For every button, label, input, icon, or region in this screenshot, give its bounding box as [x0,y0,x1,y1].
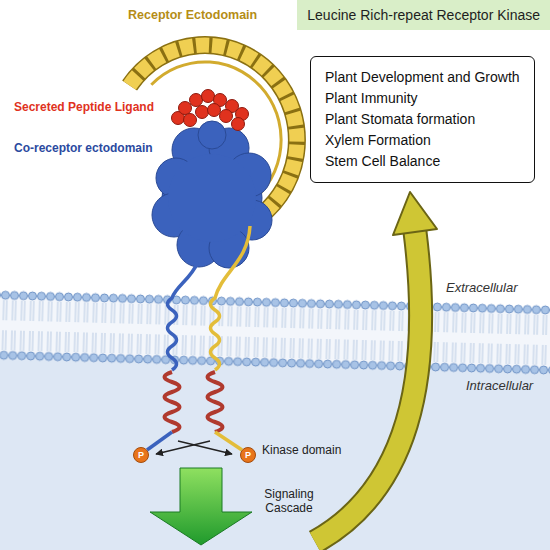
outcome-arrow-body [315,232,421,542]
ligand-label: Secreted Peptide Ligand [14,100,154,114]
outcome-box: Plant Development and GrowthPlant Immuni… [310,56,535,183]
cascade-label: Signaling Cascade [256,487,322,516]
outcome-item: Plant Immunity [325,88,520,109]
phosphate [241,448,256,463]
outcome-item: Stem Cell Balance [325,151,520,172]
ligand-atom [208,104,221,117]
coreceptor-kinase [165,372,180,432]
lipid-heads [0,349,550,375]
phospho-arrow [178,441,232,454]
cascade-arrow [150,468,252,545]
ligand-atom [190,94,203,107]
outcome-item: Plant Stomata formation [325,109,520,130]
title-banner: Leucine Rich-repeat Receptor Kinase [297,0,550,30]
outcome-item: Xylem Formation [325,130,520,151]
peptide-ligand [172,90,249,131]
receptor-tail [215,432,242,450]
region-label: Extracellular [446,280,518,296]
coreceptor-label: Co-receptor ectodomain [14,141,153,155]
ligand-atom [196,106,209,119]
ligand-atom [202,90,215,103]
phosphate-label: P [245,451,251,460]
receptor-transmembrane [211,226,251,370]
membrane [0,289,550,375]
ligand-atom [232,118,245,131]
outcome-arrow-outline [315,232,421,542]
phospho-arrow [156,441,210,454]
coreceptor-transmembrane [168,262,199,370]
ligand-atom [179,102,192,115]
outcome-item: Plant Development and Growth [325,67,520,88]
outcome-arrow-head [393,192,437,235]
surface-core [168,154,256,242]
cytoplasm [0,356,550,550]
coreceptor-tail [147,432,172,450]
surface-lobe [198,121,226,149]
ligand-atom [184,114,197,127]
coreceptor-surface [152,121,272,268]
phosphate [134,448,149,463]
receptor-kinase [208,372,223,432]
title-text: Leucine Rich-repeat Receptor Kinase [307,7,540,23]
receptor-label: Receptor Ectodomain [128,8,257,23]
region-label: Intracellular [466,378,533,394]
ligand-atom [220,110,233,123]
phosphate-label: P [138,451,144,460]
kinase-label: Kinase domain [262,443,341,457]
